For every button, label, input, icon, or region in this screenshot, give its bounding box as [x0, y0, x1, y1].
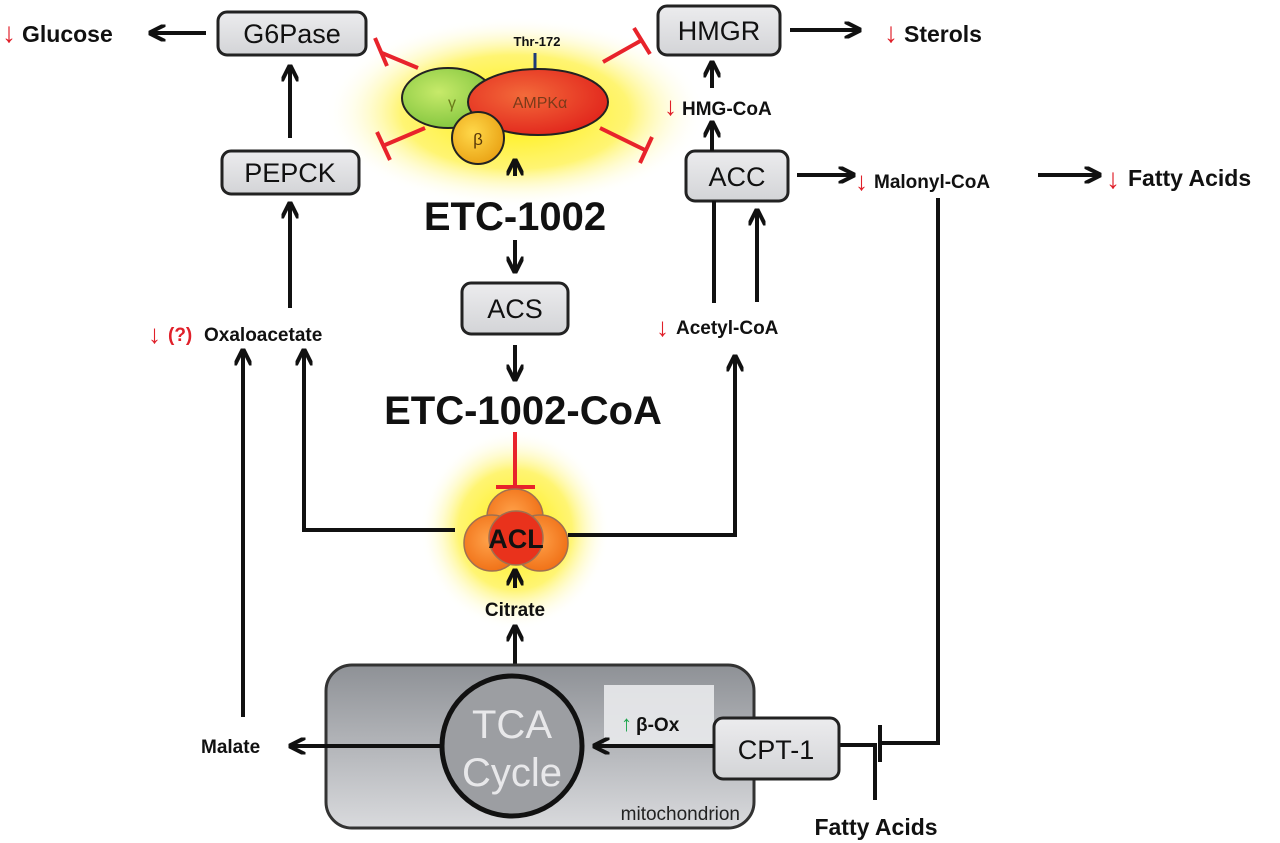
acetyl-coa-label: Acetyl-CoA [676, 318, 779, 339]
mitochondrion-label: mitochondrion [621, 804, 740, 825]
pepck-box[interactable]: PEPCK [220, 149, 361, 196]
arrow-acl-oaa [304, 352, 455, 532]
beta-ox-label: β-Ox [636, 715, 680, 736]
g6pase-box[interactable]: G6Pase [216, 10, 368, 57]
tca-label-line1: TCA [472, 703, 552, 747]
hmgcoa-down-arrow-icon: ↓ [664, 91, 677, 121]
line-fattyacids-cpt1 [838, 743, 877, 800]
inhibit-hmgr [602, 38, 643, 64]
malonyl-down-arrow-icon: ↓ [855, 166, 868, 196]
cpt1-box[interactable]: CPT-1 [712, 716, 841, 781]
beta-ox-panel [604, 685, 714, 745]
mitochondrion: mitochondrion TCA Cycle [324, 663, 756, 830]
acl-label: ACL [488, 524, 544, 554]
ampk-beta-label: β [473, 130, 483, 149]
inhibit-pepck [384, 126, 426, 147]
tca-label-line2: Cycle [462, 751, 562, 795]
ampk-alpha-subunit [467, 68, 609, 136]
g6pase-label: G6Pase [243, 19, 341, 49]
ampk-complex[interactable]: γ AMPKα β Thr-172 [401, 34, 609, 165]
thr172-label: Thr-172 [514, 34, 561, 49]
cpt1-label: CPT-1 [738, 735, 815, 765]
oaa-down-arrow-icon: ↓ [148, 319, 161, 349]
glucose-label: Glucose [22, 21, 113, 47]
fatty-acids-top-label: Fatty Acids [1128, 165, 1251, 191]
ampk-alpha-label: AMPKα [513, 95, 568, 112]
acl-enzyme[interactable]: ACL [463, 488, 569, 572]
acs-label: ACS [487, 294, 543, 324]
glucose-down-arrow-icon: ↓ [2, 17, 16, 48]
malonyl-coa-label: Malonyl-CoA [874, 172, 990, 193]
pepck-label: PEPCK [244, 158, 336, 188]
ampk-beta-subunit [451, 111, 505, 165]
sterols-label: Sterols [904, 21, 982, 47]
inhibit-etccoa-acl [496, 432, 535, 489]
ampk-gamma-label: γ [448, 95, 456, 112]
beta-ox-up-arrow-icon: ↑ [621, 711, 632, 736]
arrow-acl-acetylcoa [568, 358, 735, 537]
malate-label: Malate [201, 737, 260, 758]
ampk-inhibitions [373, 26, 654, 164]
oaa-qualifier: (?) [168, 325, 192, 346]
inhibit-g6pase [381, 51, 419, 70]
hmgcoa-label: HMG-CoA [682, 99, 772, 120]
acc-label: ACC [708, 162, 765, 192]
sterols-down-arrow-icon: ↓ [884, 17, 898, 48]
oxaloacetate-label: Oxaloacetate [204, 325, 322, 346]
inhibit-malonyl-cpt1 [880, 198, 940, 745]
inhibit-acc [599, 126, 646, 152]
fattyacids-down-arrow-icon: ↓ [1106, 163, 1120, 194]
citrate-label: Citrate [485, 600, 545, 621]
acetylcoa-down-arrow-icon: ↓ [656, 312, 669, 342]
etc1002-coa-label: ETC-1002-CoA [384, 389, 662, 433]
acs-box[interactable]: ACS [460, 281, 570, 336]
hmgr-box[interactable]: HMGR [656, 4, 782, 57]
hmgr-label: HMGR [678, 16, 761, 46]
fatty-acids-bottom-label: Fatty Acids [814, 814, 937, 840]
etc1002-label: ETC-1002 [424, 195, 606, 239]
acc-box[interactable]: ACC [684, 149, 790, 203]
